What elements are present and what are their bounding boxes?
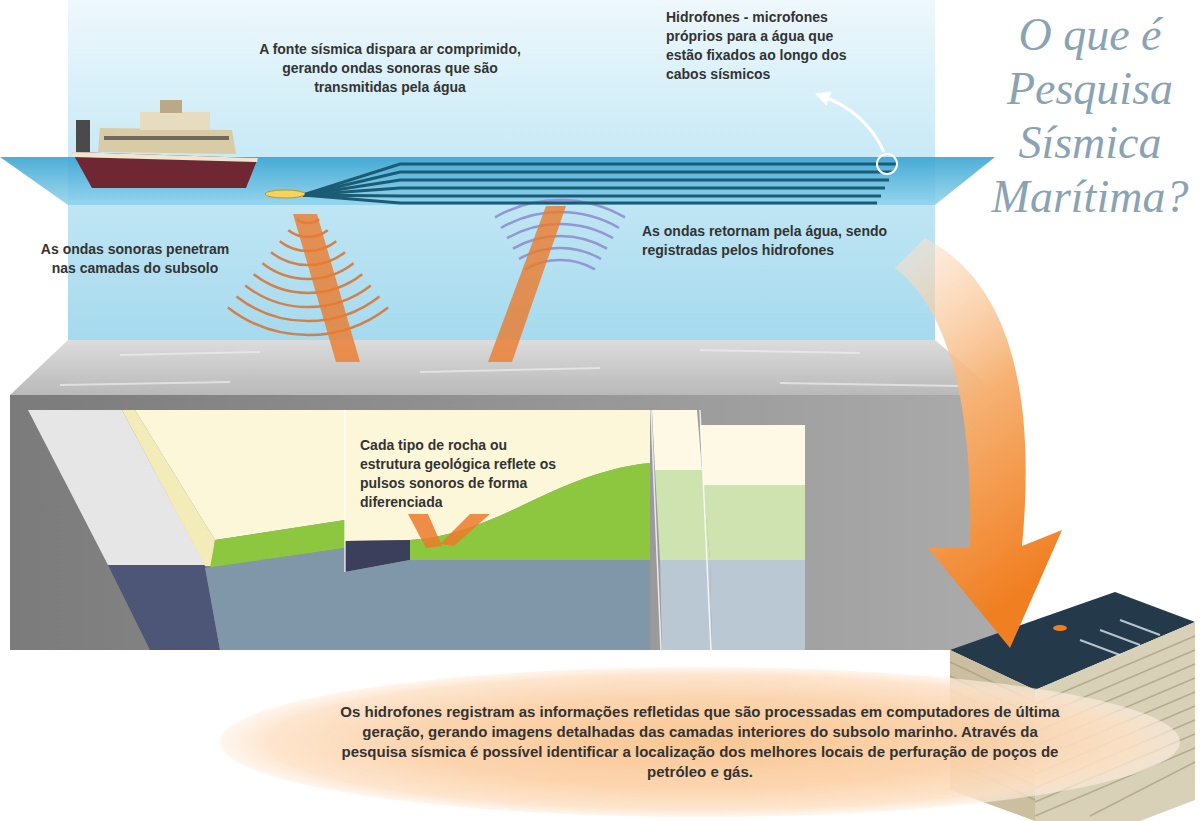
annotation-text: As ondas retornam pela água, sendo regis… bbox=[642, 222, 897, 260]
ship-windows bbox=[104, 136, 229, 140]
geologic-section bbox=[10, 395, 1000, 650]
rock-layers bbox=[28, 410, 805, 650]
annotation-text: As ondas sonoras penetram nas camadas do… bbox=[35, 240, 235, 278]
wake-line bbox=[1080, 640, 1120, 655]
sound-beam bbox=[440, 514, 490, 546]
info-ellipse: Os hidrofones registram as informações r… bbox=[220, 667, 1180, 817]
annotation-text: Cada tipo de rocha ou estrutura geológic… bbox=[360, 436, 567, 512]
wake-line bbox=[1120, 620, 1160, 635]
seismic-cable bbox=[303, 164, 897, 195]
ellipse-shape bbox=[220, 667, 1180, 817]
annotation-text: A fonte sísmica dispara ar comprimido, g… bbox=[245, 40, 535, 97]
wave-arc bbox=[237, 296, 380, 321]
seismic-cable bbox=[303, 195, 881, 196]
rock-layer bbox=[205, 548, 650, 650]
rock-layer bbox=[108, 565, 220, 650]
ship-wakes bbox=[1080, 620, 1160, 655]
seismic-cables bbox=[303, 164, 897, 203]
ellipse-fill bbox=[220, 667, 1180, 817]
ship-bridge bbox=[140, 112, 210, 130]
texture-line bbox=[780, 383, 960, 386]
ship-deck bbox=[72, 152, 258, 162]
wave-arc bbox=[228, 307, 388, 335]
flow-arrow bbox=[895, 238, 1062, 648]
seismic-cable bbox=[303, 172, 893, 195]
annotation-text: Hidrofones - microfones próprios para a … bbox=[666, 8, 861, 84]
wave-arc bbox=[254, 274, 362, 293]
text-block: Os hidrofones registram as informações r… bbox=[330, 702, 1070, 782]
wake-line bbox=[1100, 630, 1140, 645]
rock-layer bbox=[660, 560, 712, 650]
fault-line bbox=[700, 410, 711, 650]
fault-line bbox=[344, 410, 346, 572]
rock-layer bbox=[703, 485, 805, 560]
texture-line bbox=[60, 382, 230, 385]
ship-hull bbox=[72, 152, 258, 188]
ship-crane bbox=[76, 120, 90, 152]
seismic-cable bbox=[303, 195, 877, 203]
texture-line bbox=[420, 368, 600, 372]
wave-arc bbox=[513, 236, 607, 249]
rock-layer bbox=[655, 470, 710, 560]
rock-layer bbox=[700, 425, 805, 485]
hydrophone-marker bbox=[877, 154, 897, 174]
fault-line bbox=[651, 410, 661, 650]
seismic-cable bbox=[303, 180, 889, 195]
wave-arc bbox=[507, 224, 613, 238]
sound-beam bbox=[293, 214, 360, 362]
wave-arc bbox=[262, 263, 353, 279]
seismic-cable bbox=[303, 188, 885, 195]
body-text: Os hidrofones registram as informações r… bbox=[330, 702, 1070, 782]
ship-mast bbox=[160, 100, 182, 113]
survey-ship bbox=[72, 100, 258, 188]
wave-arc bbox=[245, 285, 371, 307]
sound-beam bbox=[488, 206, 566, 362]
air-gun-source bbox=[265, 190, 305, 198]
sound-beam bbox=[408, 514, 442, 548]
title-text: O que é Pesquisa Sísmica Marítima? bbox=[985, 8, 1195, 224]
leader-arrow bbox=[822, 96, 884, 152]
texture-line bbox=[700, 350, 860, 353]
ship-superstructure bbox=[98, 128, 236, 154]
small-ship bbox=[1053, 625, 1067, 631]
texture-line bbox=[120, 352, 260, 355]
rock-layer bbox=[652, 410, 702, 470]
rock-layer bbox=[710, 560, 805, 650]
